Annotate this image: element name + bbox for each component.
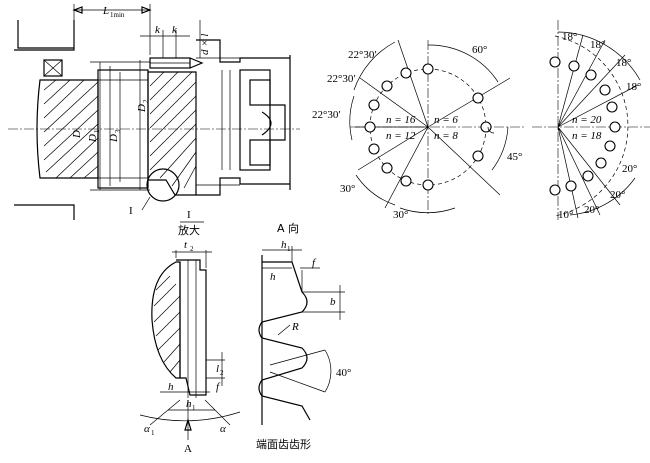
- label-h1-detail-sub: 1: [192, 404, 196, 412]
- label-detail-I: I: [129, 205, 133, 217]
- label-f-tooth: f: [312, 257, 317, 269]
- label-alpha1: α: [144, 423, 150, 435]
- label-2230-1: 22°30′: [348, 49, 377, 61]
- label-f-detail: f: [216, 381, 221, 393]
- label-30deg-2: 30°: [393, 209, 408, 221]
- label-D2: D: [136, 104, 148, 113]
- flange-hatch: [147, 71, 197, 196]
- label-l2-sub: 2: [220, 369, 224, 377]
- label-n20: n = 20: [572, 114, 602, 126]
- label-20deg-2: 20°: [610, 189, 625, 201]
- label-n16: n = 16: [386, 114, 416, 126]
- label-n6: n = 6: [434, 114, 458, 126]
- label-R: R: [291, 321, 299, 333]
- label-D3: D: [108, 134, 120, 143]
- label-L: L: [102, 5, 109, 17]
- hole-circle-right: [532, 20, 650, 220]
- label-D: D: [71, 130, 83, 139]
- label-45deg: 45°: [507, 151, 522, 163]
- label-2230-3: 22°30′: [312, 109, 341, 121]
- caption-view-A: A 向: [277, 221, 299, 235]
- caption-tooth-profile: 端面齿齿形: [256, 438, 311, 451]
- caption-fraction-top: I: [187, 209, 191, 221]
- label-10deg: 10°: [558, 209, 573, 221]
- label-k2: k: [172, 24, 178, 36]
- caption-fraction-bottom: 放大: [178, 223, 200, 237]
- label-h1-tooth-sub: 1: [287, 245, 291, 253]
- label-18deg-4: 18°: [626, 81, 641, 93]
- label-t2: t: [184, 239, 188, 251]
- label-40deg: 40°: [336, 367, 351, 379]
- label-t2-sub: 2: [190, 245, 194, 253]
- label-20deg-1: 20°: [622, 163, 637, 175]
- label-dxl: d × l: [199, 34, 211, 55]
- label-h-detail: h: [168, 381, 174, 393]
- label-h1-detail: h: [186, 398, 192, 410]
- label-alpha: α: [220, 423, 226, 435]
- label-L-sub: 1min: [110, 11, 125, 19]
- label-18deg-1: 18°: [562, 31, 577, 43]
- label-D2-sub: 2: [142, 99, 150, 103]
- label-n12: n = 12: [386, 130, 416, 142]
- hub-hatch: [36, 79, 99, 179]
- detail-view: [139, 250, 241, 440]
- label-n18: n = 18: [572, 130, 602, 142]
- label-b: b: [330, 296, 336, 308]
- label-alpha1-sub: 1: [151, 429, 155, 437]
- label-D1: D: [87, 134, 99, 143]
- main-section-view: [8, 4, 300, 220]
- label-arrow-A: A: [184, 443, 192, 455]
- label-60deg: 60°: [472, 44, 487, 56]
- label-k1: k: [155, 24, 161, 36]
- label-2230-2: 22°30′: [327, 73, 356, 85]
- label-18deg-3: 18°: [616, 57, 631, 69]
- detail-circle-I: [146, 168, 180, 202]
- label-l2: l: [216, 363, 219, 375]
- label-30deg-1: 30°: [340, 183, 355, 195]
- tooth-profile: [258, 246, 345, 425]
- label-18deg-2: 18°: [590, 39, 605, 51]
- label-h1-tooth: h: [281, 239, 287, 251]
- label-20deg-3: 20°: [584, 204, 599, 216]
- label-D3-sub: 3: [114, 129, 122, 133]
- label-D1-sub: 1: [93, 129, 101, 133]
- hole-circle-left: [349, 39, 525, 215]
- label-h-tooth: h: [270, 271, 276, 283]
- label-n8: n = 8: [434, 130, 458, 142]
